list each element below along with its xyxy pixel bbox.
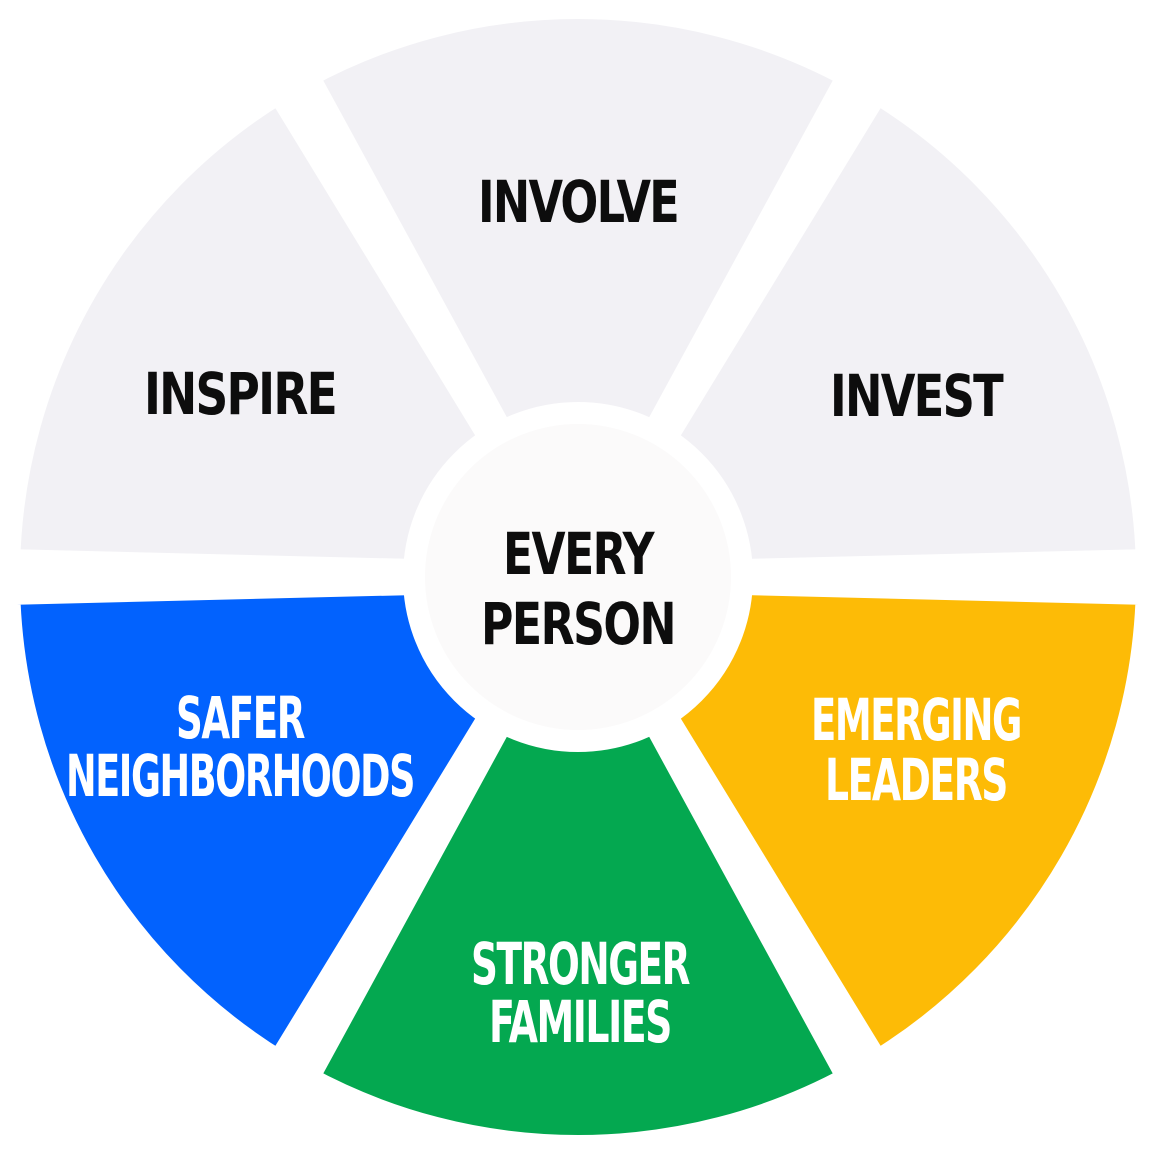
label-stronger-families-line-1: STRONGER (471, 930, 690, 998)
label-emerging-leaders-line-2: LEADERS (825, 746, 1007, 814)
label-involve-line-1: INVOLVE (478, 168, 678, 236)
center-hub (403, 402, 753, 752)
label-emerging-leaders-line-1: EMERGING (811, 686, 1021, 754)
segment-safer-neighborhoods (0, 563, 592, 1080)
segment-involve (290, 0, 866, 591)
label-inspire-line-1: INSPIRE (144, 360, 336, 428)
segment-stronger-families (290, 563, 866, 1158)
center-label-line-2: PERSON (481, 590, 675, 658)
label-invest-line-1: INVEST (830, 362, 1004, 430)
segment-invest (564, 74, 1156, 591)
label-safer-neighborhoods-line-2: NEIGHBORHOODS (66, 742, 414, 810)
label-safer-neighborhoods-line-1: SAFER (176, 684, 305, 752)
label-stronger-families-line-2: FAMILIES (489, 988, 671, 1056)
segment-inspire (0, 74, 592, 591)
segment-emerging-leaders (564, 563, 1156, 1080)
center-label-line-1: EVERY (503, 520, 655, 588)
